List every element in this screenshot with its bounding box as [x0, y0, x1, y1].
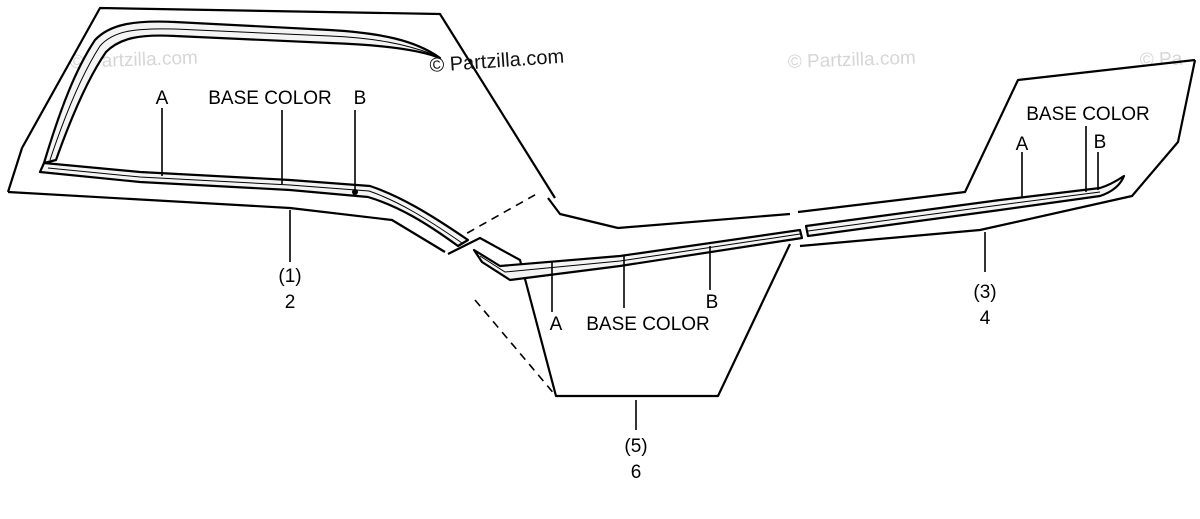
label-base-color-5: BASE COLOR: [586, 314, 710, 335]
ref-number-1: (1): [278, 266, 301, 287]
stripe-part-1-upper: [42, 20, 442, 165]
label-a-1: A: [156, 88, 169, 109]
outline-frame-1-bottom: [7, 190, 446, 253]
label-a-5: A: [550, 314, 563, 335]
label-b-3: B: [1094, 132, 1107, 153]
part-number-3: 4: [980, 308, 991, 329]
part-number-5: 6: [631, 462, 642, 483]
watermark-faint-2: © Partzilla.com: [787, 48, 916, 73]
stripe-group-1: A BASE COLOR B (1) 2: [6, 6, 556, 313]
outline-frame-3-bottom: [799, 59, 1197, 248]
outline-frame-5-top: [547, 197, 791, 230]
stripe-part-1: [38, 161, 470, 248]
watermark-main: © Partzilla.com: [429, 46, 565, 77]
part-number-1: 2: [285, 292, 296, 313]
outline-frame-3: [797, 58, 1196, 214]
label-b-1: B: [354, 88, 367, 109]
label-base-color-1: BASE COLOR: [208, 88, 332, 109]
stripe-part-5: [472, 228, 804, 282]
ref-number-3: (3): [973, 282, 996, 303]
label-a-3: A: [1016, 134, 1029, 155]
outline-frame-1: [21, 6, 556, 199]
watermark-faint-3: © Pa: [1139, 49, 1183, 71]
ref-number-5: (5): [624, 436, 647, 457]
stripe-group-5: A BASE COLOR B (5) 6: [447, 197, 804, 483]
stripe-group-3: BASE COLOR A B (3) 4: [797, 58, 1197, 329]
outline-frame-5: [447, 236, 791, 398]
label-b-5: B: [706, 292, 719, 313]
label-base-color-3: BASE COLOR: [1026, 104, 1150, 125]
